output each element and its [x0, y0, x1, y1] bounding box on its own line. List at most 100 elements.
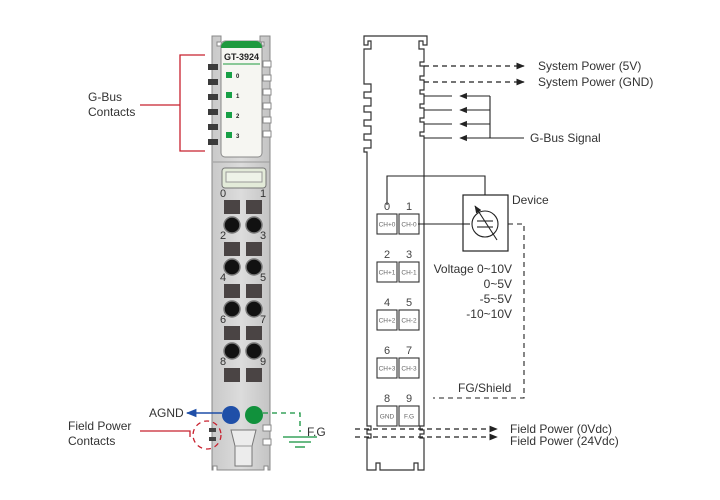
field-power-contact-1 [209, 428, 216, 432]
terminal-release-slot [224, 326, 240, 340]
schematic-terminal-label: CH-1 [401, 270, 417, 277]
schematic-terminal-label: CH-0 [401, 222, 417, 229]
terminal-wire-hole [245, 300, 263, 318]
schematic-terminal-label: CH+3 [379, 366, 396, 373]
terminal-block: 0 1 2 3 4 5 6 7 8 9 [220, 188, 266, 382]
schematic-terminals: 0CH+01CH-02CH+13CH-14CH+25CH-26CH+37CH-3… [376, 201, 420, 427]
device-wiring [386, 175, 486, 225]
voltage-range-2: -5~5V [480, 292, 512, 306]
schematic-terminal-label: CH-2 [401, 318, 417, 325]
gbus-signal-lines [424, 92, 524, 142]
schematic-terminal-label: CH-3 [401, 366, 417, 373]
terminal-release-slot [224, 284, 240, 298]
agnd-label: AGND [149, 406, 184, 420]
module-side-notches [262, 60, 272, 446]
led-1 [226, 92, 232, 98]
module-illustration: GT-3924 0 1 2 3 0 1 2 3 4 5 6 7 8 9 [208, 35, 272, 471]
terminal-number: 2 [220, 230, 226, 242]
terminal-number: 7 [260, 314, 266, 326]
terminal-release-slot [246, 368, 262, 382]
led-label-0: 0 [236, 74, 240, 80]
schematic-terminal-number: 0 [384, 201, 390, 213]
schematic-terminal-label: CH+2 [379, 318, 396, 325]
schematic-terminal-number: 1 [406, 201, 412, 213]
terminal-number: 9 [260, 356, 266, 368]
field-power-pointer [140, 430, 191, 437]
terminal-release-slot [246, 326, 262, 340]
terminal-release-slot [246, 200, 262, 214]
terminal-number: 0 [220, 188, 226, 200]
schematic-terminal-box [398, 405, 420, 427]
led-label-3: 3 [236, 134, 240, 140]
gbus-contacts [208, 64, 218, 145]
schematic-terminal-number: 8 [384, 393, 390, 405]
label-card-green-top [221, 41, 262, 48]
terminal-number: 3 [260, 230, 266, 242]
terminal-number: 8 [220, 356, 226, 368]
module-model: GT-3924 [224, 52, 259, 62]
field-power-label-line2: Contacts [68, 434, 115, 448]
terminal-wire-hole [223, 342, 241, 360]
schematic-terminal-number: 3 [406, 249, 412, 261]
terminal-number: 6 [220, 314, 226, 326]
device-label: Device [512, 193, 549, 207]
terminal-release-slot [224, 368, 240, 382]
schematic-terminal-label: F.G [404, 414, 414, 421]
schematic-terminal-box [398, 357, 420, 379]
schematic-terminal-box [398, 261, 420, 283]
terminal-wire-hole [223, 258, 241, 276]
schematic-terminal-number: 2 [384, 249, 390, 261]
led-indicators: 0 1 2 3 [226, 72, 240, 140]
terminal-release-slot [224, 242, 240, 256]
field-power-contact-2 [209, 437, 216, 441]
led-label-2: 2 [236, 114, 240, 120]
system-power-gnd-label: System Power (GND) [538, 75, 653, 89]
schematic-terminal-label: CH+1 [379, 270, 396, 277]
schematic-module-outline [363, 35, 428, 471]
gbus-label-line2: Contacts [88, 105, 135, 119]
field-power-0v-label: Field Power (0Vdc) [510, 422, 612, 436]
terminal-release-slot [246, 284, 262, 298]
led-3 [226, 132, 232, 138]
field-power-highlight [192, 420, 222, 450]
fg-shield-label: FG/Shield [458, 381, 511, 395]
device [462, 194, 509, 252]
field-power-24v-label: Field Power (24Vdc) [510, 434, 619, 448]
voltage-range-1: 0~5V [484, 277, 512, 291]
field-power-label-line1: Field Power [68, 419, 131, 433]
led-2 [226, 112, 232, 118]
fg-shield-line [433, 223, 525, 399]
schematic-terminal-label: GND [380, 414, 395, 421]
voltage-range-3: -10~10V [466, 307, 512, 321]
schematic-terminal-number: 5 [406, 297, 412, 309]
terminal-wire-hole [223, 216, 241, 234]
fg-ground-wire [263, 412, 317, 448]
terminal-number: 4 [220, 272, 226, 284]
terminal-number: 5 [260, 272, 266, 284]
release-lever [221, 167, 267, 189]
fg-label: F.G [307, 425, 326, 439]
voltage-range-0: Voltage 0~10V [434, 262, 512, 276]
schematic-terminal-box [376, 213, 398, 235]
sensor-icon [471, 210, 499, 238]
schematic-terminal-number: 7 [406, 345, 412, 357]
schematic-terminal-number: 9 [406, 393, 412, 405]
gbus-label-line1: G-Bus [88, 90, 122, 104]
schematic-terminal-box [376, 405, 398, 427]
terminal-release-slot [246, 242, 262, 256]
system-power-5v-label: System Power (5V) [538, 59, 641, 73]
terminal-wire-hole [245, 342, 263, 360]
agnd-terminal [222, 406, 240, 424]
led-label-1: 1 [236, 94, 240, 100]
schematic [363, 35, 428, 471]
led-0 [226, 72, 232, 78]
gbus-bracket [140, 54, 205, 152]
terminal-wire-hole [245, 216, 263, 234]
terminal-number: 1 [260, 188, 266, 200]
terminal-release-slot [224, 200, 240, 214]
terminal-wire-hole [245, 258, 263, 276]
terminal-wire-hole [223, 300, 241, 318]
schematic-terminal-box [398, 309, 420, 331]
schematic-terminal-number: 4 [384, 297, 390, 309]
